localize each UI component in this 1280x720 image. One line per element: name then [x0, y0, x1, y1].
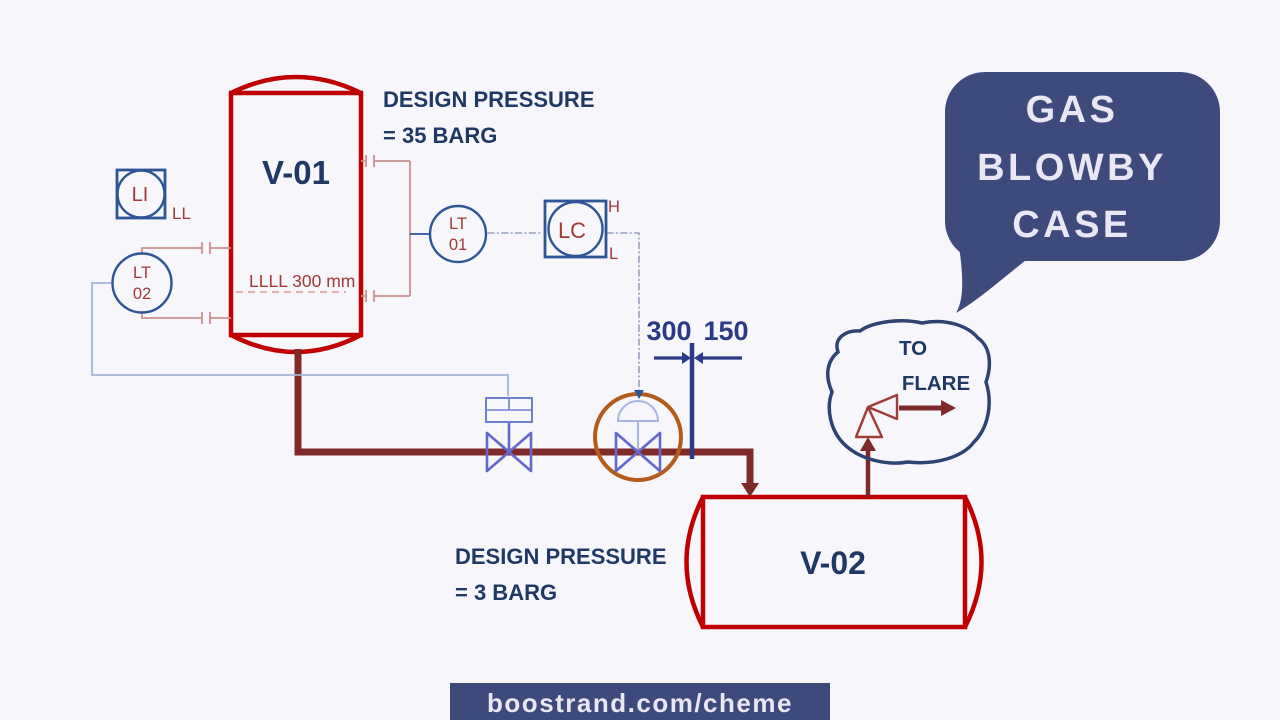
lt01-bottom-tap-break-icon	[365, 290, 375, 302]
sdv-valve-body-icon	[485, 431, 511, 473]
lc-circle-icon	[547, 200, 604, 258]
lt02-letters: LT	[133, 264, 151, 282]
instrument-signal-lines	[487, 232, 644, 399]
main-pipe-line	[294, 349, 754, 484]
relief-line	[860, 400, 956, 497]
v01-design-pressure-line1: DESIGN PRESSURE	[383, 87, 595, 112]
shutdown-valve	[485, 397, 533, 473]
callout-line1: GAS	[1026, 89, 1119, 131]
v01-shell	[228, 90, 364, 338]
level-control-valve	[593, 392, 683, 482]
footer-banner: boostrand.com/cheme	[450, 683, 830, 720]
v01-design-pressure-note: DESIGN PRESSURE = 35 BARG	[383, 87, 595, 148]
instrument-lc: LC H L	[543, 198, 620, 263]
size-arrow-left-icon	[682, 352, 691, 364]
v02-inlet-arrow-icon	[741, 483, 759, 497]
lt02-interlock-signal-line	[91, 282, 509, 396]
callout-bubble: GAS BLOWBY CASE	[945, 72, 1220, 313]
line-size-upstream: 300	[646, 316, 691, 346]
callout-line2: BLOWBY	[977, 147, 1167, 189]
v01-top-head	[230, 74, 362, 96]
li-circle-icon	[116, 169, 166, 219]
lt02-top-tap-break-icon	[201, 242, 211, 254]
vessel-v01: V-01 LLLL 300 mm	[228, 74, 364, 355]
main-pipe	[294, 349, 759, 497]
lc-tag: LC	[558, 218, 586, 243]
instrument-tap-lines	[141, 155, 430, 324]
flare-word2: FLARE	[902, 372, 970, 395]
vessel-v02: V-02	[684, 494, 984, 630]
lc-to-cv-signal-line	[606, 232, 640, 392]
cv-diaphragm-actuator-icon	[616, 400, 660, 422]
footer-url: boostrand.com/cheme	[487, 688, 793, 718]
size-arrow-right-icon	[694, 352, 703, 364]
lt01-number: 01	[449, 236, 467, 254]
instrument-lt02: LT 02	[111, 252, 173, 314]
v02-shell	[700, 494, 968, 630]
instrument-lt01: LT 01	[428, 204, 488, 264]
cv-signal-arrow-icon	[634, 390, 644, 399]
v02-design-pressure-note: DESIGN PRESSURE = 3 BARG	[455, 544, 667, 605]
relief-up-arrow-icon	[860, 437, 876, 451]
lt02-bottom-tap-line	[141, 312, 231, 319]
v02-left-head	[684, 495, 706, 629]
flare-word1: TO	[899, 337, 927, 360]
sdv-valve-body-icon2	[507, 431, 533, 473]
v01-label: V-01	[262, 154, 330, 191]
cv-valve-body-icon2	[636, 431, 662, 473]
v01-level-note: LLLL 300 mm	[249, 271, 355, 291]
flare-outlet-arrow-icon	[941, 400, 956, 416]
lt01-circle-icon	[428, 204, 488, 264]
sdv-actuator-lines	[486, 398, 532, 411]
psv-icon	[854, 393, 899, 439]
lt02-top-tap-line	[141, 247, 231, 254]
li-alarm-label: LL	[172, 204, 191, 223]
flare-cloud-outline	[826, 319, 992, 465]
lt02-bottom-tap-break-icon	[201, 312, 211, 324]
callout-bubble-tail	[956, 240, 1030, 313]
li-tag: LI	[132, 184, 149, 206]
footer-banner-bg	[450, 683, 830, 720]
lt02-circle-icon	[111, 252, 173, 314]
lt02-number: 02	[133, 285, 151, 303]
lc-high-label: H	[608, 198, 620, 216]
v01-design-pressure-line2: = 35 BARG	[383, 123, 497, 148]
instrument-li: LI LL	[115, 168, 191, 223]
lc-low-label: L	[609, 245, 618, 263]
line-size-downstream: 150	[703, 316, 748, 346]
v02-design-pressure-line1: DESIGN PRESSURE	[455, 544, 667, 569]
v02-design-pressure-line2: = 3 BARG	[455, 580, 557, 605]
callout-bubble-body	[945, 72, 1220, 261]
lt01-letters: LT	[449, 215, 467, 233]
cv-valve-body-icon	[614, 431, 640, 473]
v02-right-head	[962, 495, 984, 629]
lt01-top-tap-break-icon	[365, 155, 375, 167]
v02-label: V-02	[800, 545, 866, 581]
callout-line3: CASE	[1012, 204, 1132, 246]
flare-destination: TO FLARE	[826, 319, 992, 465]
line-size-break: 300 150	[646, 316, 749, 459]
